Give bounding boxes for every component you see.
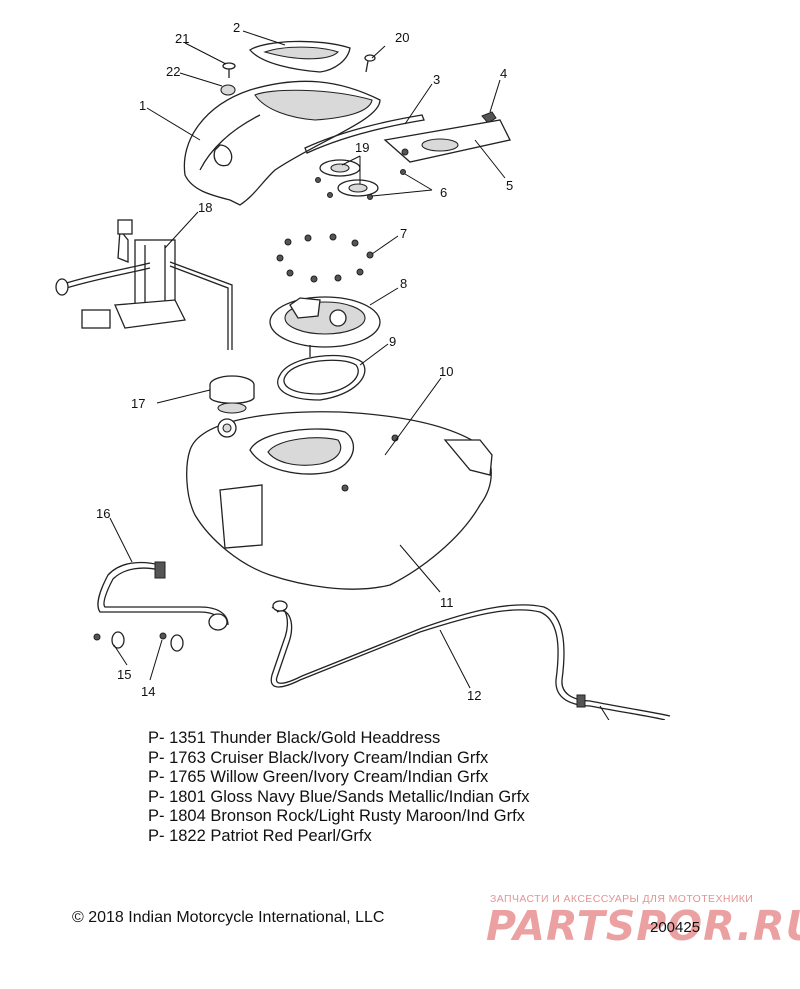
callout-labels: 1 2 3 4 5 6 7 8 9 10 11 12 13 14 15 16 1…	[96, 20, 513, 703]
callout-21: 21	[175, 31, 189, 46]
mounting-bracket	[383, 119, 511, 163]
legend-item: P- 1801 Gloss Navy Blue/Sands Metallic/I…	[148, 787, 530, 806]
fuel-cap	[209, 375, 255, 414]
callout-8: 8	[400, 276, 407, 291]
copyright-notice: © 2018 Indian Motorcycle International, …	[72, 909, 385, 926]
watermark-brand: PARTSPOR.RU	[486, 902, 800, 950]
paint-code-legend: P- 1351 Thunder Black/Gold Headdress P- …	[148, 729, 530, 846]
callout-11: 11	[440, 595, 454, 610]
fuel-tank	[186, 411, 493, 590]
screws-6	[315, 169, 406, 200]
grommet-22	[220, 84, 236, 96]
nut-ring-7	[276, 233, 374, 283]
exploded-parts-diagram: 1 2 3 4 5 6 7 8 9 10 11 12 13 14 15 16 1…	[55, 20, 671, 720]
callout-4: 4	[500, 66, 507, 81]
diagram-code: 200425	[650, 919, 701, 936]
callout-1: 1	[139, 98, 146, 113]
callout-9: 9	[389, 334, 396, 349]
callout-12: 12	[467, 688, 481, 703]
callout-18: 18	[198, 200, 212, 215]
callout-5: 5	[506, 178, 513, 193]
legend-item: P- 1765 Willow Green/Ivory Cream/Indian …	[148, 768, 489, 786]
tank-console-cover	[183, 80, 381, 206]
fuel-line-12	[270, 600, 591, 707]
pump-mounting-plate	[269, 296, 381, 357]
legend-item: P- 1804 Bronson Rock/Light Rusty Maroon/…	[148, 807, 525, 825]
legend-item: P- 1351 Thunder Black/Gold Headdress	[148, 729, 441, 747]
callout-19: 19	[355, 140, 369, 155]
legend-item: P- 1763 Cruiser Black/Ivory Cream/Indian…	[148, 748, 489, 767]
o-ring-gasket	[277, 354, 366, 401]
callout-2: 2	[233, 20, 240, 35]
callout-14: 14	[141, 684, 155, 699]
trim-strip	[304, 114, 425, 154]
fuel-pump-assembly	[55, 219, 233, 350]
fitting-14	[159, 632, 184, 652]
callout-6: 6	[440, 185, 447, 200]
vent-hose-16	[97, 561, 229, 631]
screw-20	[364, 54, 376, 73]
callout-16: 16	[96, 506, 110, 521]
callout-17: 17	[131, 396, 145, 411]
callout-20: 20	[395, 30, 409, 45]
bolt-21	[222, 62, 236, 78]
callout-15: 15	[117, 667, 131, 682]
watermark-tagline: ЗАПЧАСТИ И АКСЕССУАРЫ ДЛЯ МОТОТЕХНИКИ	[490, 893, 754, 905]
callout-10: 10	[439, 364, 453, 379]
clip-4	[481, 111, 497, 124]
fuel-line-13	[576, 694, 671, 720]
leader-lines	[109, 30, 610, 720]
callout-22: 22	[166, 64, 180, 79]
fitting-15	[93, 631, 125, 649]
callout-7: 7	[400, 226, 407, 241]
gasket-19	[319, 159, 379, 197]
badge-plate	[249, 40, 351, 73]
legend-item: P- 1822 Patriot Red Pearl/Grfx	[148, 826, 372, 845]
callout-3: 3	[433, 72, 440, 87]
